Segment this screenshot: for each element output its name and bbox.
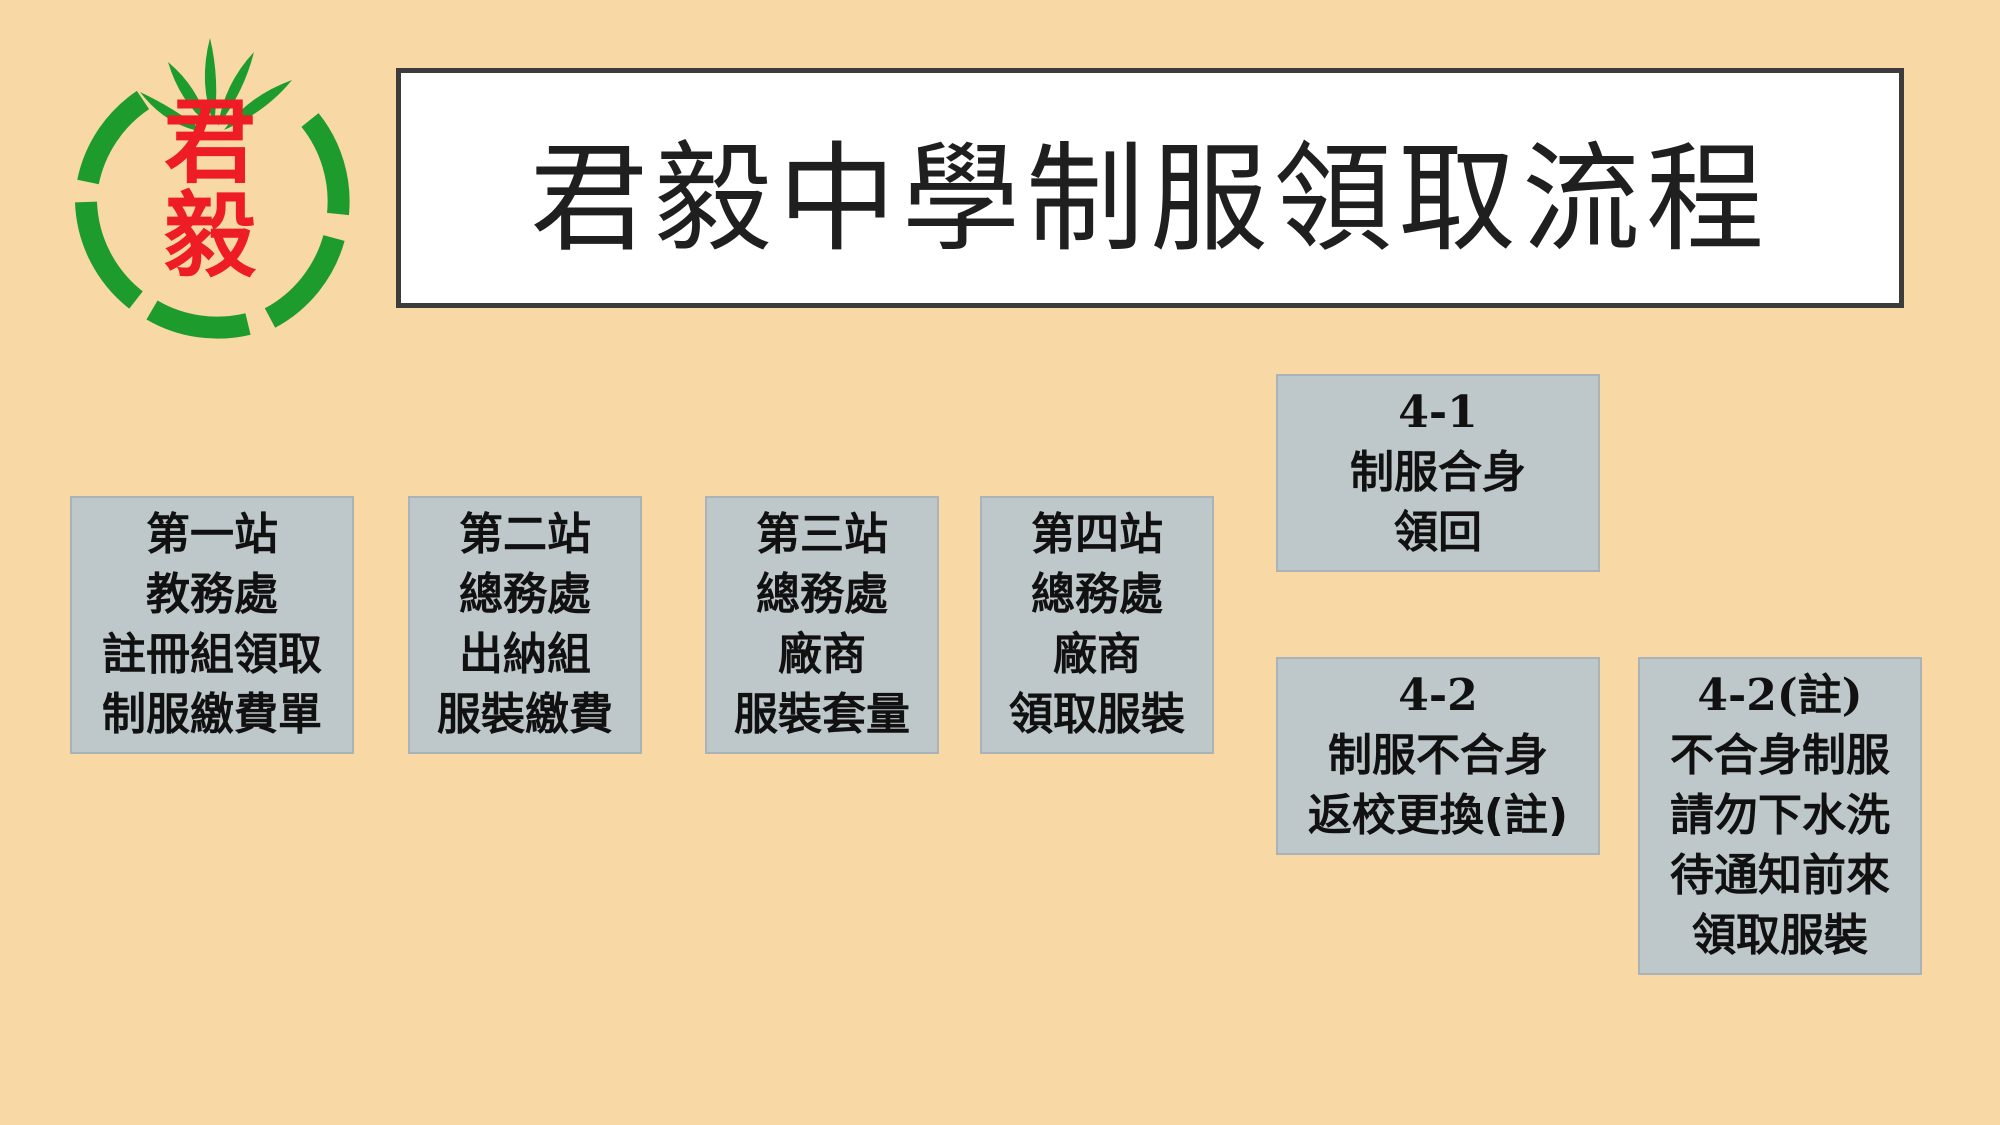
station-4-2-line-1: 制服不合身 <box>1328 730 1548 781</box>
station-4-line-3: 廠商 <box>1053 629 1141 680</box>
station-4-2-box: 4-2 制服不合身 返校更換(註) <box>1276 657 1600 855</box>
school-logo: 君 毅 <box>48 32 372 348</box>
logo-char-2: 毅 <box>163 183 256 290</box>
station-3-line-3: 廠商 <box>778 629 866 680</box>
station-4-1-code: 4-1 <box>1398 387 1478 438</box>
station-1-line-4: 制服繳費單 <box>102 689 322 740</box>
station-3-line-1: 第三站 <box>756 509 888 560</box>
station-1-box: 第一站 教務處 註冊組領取 制服繳費單 <box>70 496 354 754</box>
station-4-2-line-2: 返校更換(註) <box>1307 790 1569 841</box>
bamboo-ring-icon <box>75 38 350 339</box>
station-4-1-line-2: 領回 <box>1394 507 1482 558</box>
station-4-box: 第四站 總務處 廠商 領取服裝 <box>980 496 1214 754</box>
station-3-line-2: 總務處 <box>756 569 888 620</box>
station-2-line-2: 總務處 <box>459 569 591 620</box>
station-1-line-2: 教務處 <box>146 569 278 620</box>
station-4-line-2: 總務處 <box>1031 569 1163 620</box>
station-1-line-3: 註冊組領取 <box>102 629 322 680</box>
station-4-line-4: 領取服裝 <box>1009 689 1185 740</box>
station-3-line-4: 服裝套量 <box>734 689 910 740</box>
station-4-2-note-line-3: 待通知前來 <box>1670 850 1890 901</box>
station-4-2-note-line-2: 請勿下水洗 <box>1670 790 1890 841</box>
station-4-2-note-line-4: 領取服裝 <box>1692 910 1868 961</box>
station-2-line-1: 第二站 <box>459 509 591 560</box>
page-title: 君毅中學制服領取流程 <box>529 129 1770 268</box>
station-4-line-1: 第四站 <box>1031 509 1163 560</box>
station-2-box: 第二站 總務處 出納組 服裝繳費 <box>408 496 642 754</box>
station-1-line-1: 第一站 <box>146 509 278 560</box>
station-4-1-line-1: 制服合身 <box>1350 447 1526 498</box>
station-4-2-note-line-1: 不合身制服 <box>1670 730 1890 781</box>
station-2-line-4: 服裝繳費 <box>437 689 613 740</box>
title-box: 君毅中學制服領取流程 <box>396 68 1904 308</box>
station-2-line-3: 出納組 <box>459 629 591 680</box>
logo-text: 君 毅 <box>48 96 372 284</box>
station-4-2-note-box: 4-2(註) 不合身制服 請勿下水洗 待通知前來 領取服裝 <box>1638 657 1922 975</box>
station-4-2-note-code: 4-2(註) <box>1697 670 1863 721</box>
station-4-2-code: 4-2 <box>1398 670 1478 721</box>
logo-char-1: 君 <box>163 89 256 196</box>
station-4-1-box: 4-1 制服合身 領回 <box>1276 374 1600 572</box>
station-3-box: 第三站 總務處 廠商 服裝套量 <box>705 496 939 754</box>
